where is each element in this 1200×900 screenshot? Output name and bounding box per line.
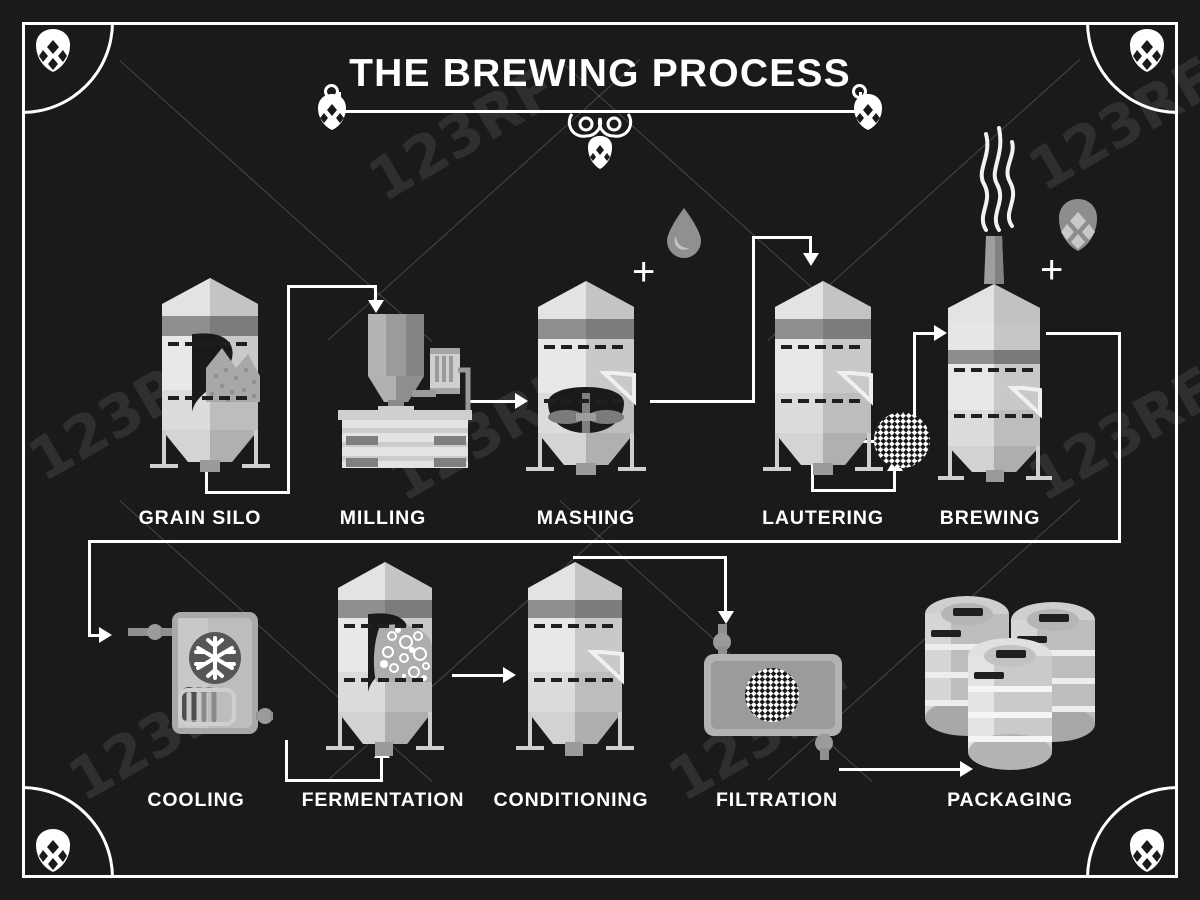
hop-cone-icon — [1130, 29, 1164, 72]
connector-fermentation-conditioning — [452, 674, 504, 677]
sieve-mesh-icon — [874, 412, 930, 468]
hop-cone-icon — [36, 829, 70, 872]
connector-brewing-cooling — [1118, 332, 1121, 542]
step-brewing[interactable] — [930, 232, 1060, 487]
connector-milling-mashing — [466, 400, 516, 403]
connector-mashing-lautering — [650, 400, 755, 403]
page-title-text: THE BREWING PROCESS — [349, 52, 851, 95]
connector-brewing-cooling — [88, 634, 102, 637]
connector-lautering-brewing — [913, 332, 938, 335]
conditioning-tank-icon — [516, 562, 634, 760]
mashing-tank-icon — [526, 281, 646, 481]
connector-lautering-sieve — [893, 470, 896, 490]
connector-conditioning-filtration — [573, 556, 727, 559]
step-grain-silo[interactable] — [140, 272, 280, 480]
hop-cone-icon — [36, 29, 70, 72]
step-lautering[interactable] — [753, 275, 893, 481]
packaging-kegs-icon — [925, 596, 1095, 770]
arrow-head-down — [368, 300, 384, 313]
arrow-head-right — [960, 761, 973, 777]
milling-icon — [338, 314, 472, 468]
arrow-head-down — [803, 253, 819, 266]
grain-silo-icon — [150, 278, 270, 480]
cooling-unit-icon — [128, 612, 273, 734]
hop-cone-icon — [1130, 829, 1164, 872]
connector-filtration-packaging — [839, 768, 961, 771]
steam-icon — [979, 126, 1016, 232]
step-label-milling: MILLING — [339, 507, 427, 529]
step-filtration[interactable] — [700, 620, 850, 765]
connector-cooling-fermentation — [380, 757, 383, 779]
plus-symbol: + — [632, 250, 656, 294]
step-label-packaging: PACKAGING — [947, 789, 1073, 811]
connector-silo-milling — [205, 491, 290, 494]
arrow-head-right — [515, 393, 528, 409]
filtration-unit-icon — [704, 624, 842, 760]
step-mashing[interactable] — [516, 275, 656, 481]
plus-symbol: + — [1040, 248, 1064, 292]
step-milling[interactable] — [330, 310, 480, 475]
step-cooling[interactable] — [128, 608, 273, 753]
brewing-kettle-icon — [938, 236, 1052, 486]
fermentation-tank-icon — [326, 562, 444, 760]
step-label-fermentation: FERMENTATION — [301, 789, 465, 811]
connector-brewing-cooling — [88, 540, 91, 636]
connector-conditioning-filtration — [724, 556, 727, 614]
connector-cooling-fermentation — [285, 779, 383, 782]
connector-silo-milling — [205, 455, 208, 494]
connector-mashing-lautering — [752, 236, 755, 403]
connector-silo-milling — [374, 285, 377, 303]
step-packaging[interactable] — [915, 586, 1105, 776]
connector-silo-milling — [287, 285, 377, 288]
hop-cone-icon — [854, 94, 882, 130]
water-drop-icon — [667, 208, 701, 258]
lautering-tank-icon — [763, 281, 883, 481]
page-title: THE BREWING PROCESS — [0, 52, 1200, 96]
connector-brewing-cooling — [1046, 332, 1121, 335]
step-label-grain-silo: GRAIN SILO — [138, 507, 262, 529]
step-fermentation[interactable] — [318, 556, 453, 761]
connector-silo-milling — [287, 285, 290, 494]
arrow-head-right — [934, 325, 947, 341]
connector-brewing-cooling — [88, 540, 1121, 543]
connector-cooling-fermentation — [285, 740, 288, 782]
step-label-lautering: LAUTERING — [762, 507, 884, 529]
step-label-cooling: COOLING — [147, 789, 245, 811]
step-label-filtration: FILTRATION — [715, 789, 839, 811]
arrow-head-down — [718, 611, 734, 624]
hop-cone-icon — [318, 94, 346, 130]
hop-cone-icon — [1059, 199, 1097, 251]
step-conditioning[interactable] — [508, 556, 643, 761]
hop-ornament-icon — [567, 113, 633, 169]
arrow-head-right — [503, 667, 516, 683]
step-label-conditioning: CONDITIONING — [493, 789, 649, 811]
step-label-brewing: BREWING — [939, 507, 1041, 529]
connector-mashing-lautering — [752, 236, 812, 239]
step-label-mashing: MASHING — [536, 507, 636, 529]
connector-lautering-sieve — [811, 440, 814, 492]
arrow-head-right — [99, 627, 112, 643]
connector-mashing-lautering — [809, 236, 812, 256]
connector-lautering-brewing — [913, 332, 916, 440]
title-rule — [338, 110, 862, 113]
connector-lautering-sieve — [811, 489, 896, 492]
